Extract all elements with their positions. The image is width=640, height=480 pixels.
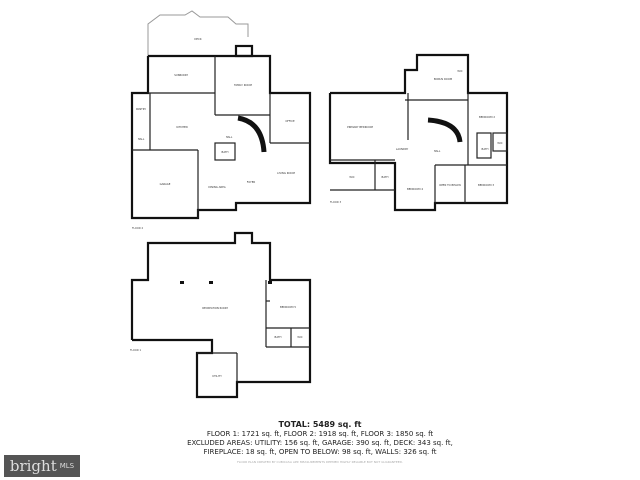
room-label: FOYER: [247, 180, 256, 184]
room-label: OPEN TO BELOW: [439, 183, 461, 187]
room-label: OFFICE: [285, 119, 295, 123]
disclaimer: FLOOR PLAN CREATED BY CUBICASA APP. MEAS…: [237, 460, 403, 464]
floor-label: FLOOR 1: [130, 348, 142, 352]
room-label: BEDROOM 5: [280, 305, 296, 309]
excluded-areas: EXCLUDED AREAS: UTILITY: 156 sq. ft, GAR…: [187, 439, 453, 447]
logo-suffix: MLS: [59, 462, 75, 470]
bright-mls-logo: bright MLS: [4, 455, 80, 477]
floor-label: FLOOR 3: [330, 200, 342, 204]
fireplace: [234, 44, 254, 58]
room-label: HALL: [138, 137, 145, 141]
room-label: HALL: [434, 149, 441, 153]
total-area: TOTAL: 5489 sq. ft: [278, 420, 362, 429]
logo-word: bright: [9, 457, 57, 475]
room-label: UTILITY: [212, 374, 222, 378]
floor-plan-right: BONUS ROOM PRIMARY BEDROOM WIC BEDROOM 2…: [328, 53, 509, 212]
room-label: BONUS ROOM: [434, 77, 452, 81]
room-label: LIVING ROOM: [277, 171, 295, 175]
room-label: WIC: [349, 175, 354, 179]
excluded-areas-cont: FIREPLACE: 18 sq. ft, OPEN TO BELOW: 98 …: [203, 448, 437, 456]
exterior-wall: [130, 54, 312, 220]
floor-plan-upper-left: DECK SUNROOM FAMILY ROOM PANTRY KITCHEN …: [130, 10, 312, 230]
room-label: BEDROOM 4: [407, 187, 423, 191]
room-label: GARAGE: [160, 182, 171, 186]
deck-outline: [147, 10, 249, 56]
room-label: DECK: [194, 37, 201, 41]
floor-label: FLOOR 2: [132, 226, 144, 230]
room-label: KITCHEN: [176, 125, 187, 129]
room-label: DINING AREA: [208, 185, 225, 189]
room-label: FAMILY ROOM: [234, 83, 252, 87]
room-label: SUNROOM: [174, 73, 188, 77]
room-label: PRIMARY BEDROOM: [347, 125, 373, 129]
area-summary: TOTAL: 5489 sq. ft FLOOR 1: 1721 sq. ft,…: [0, 420, 640, 464]
room-label: BEDROOM 3: [478, 183, 494, 187]
room-label: RECREATION ROOM: [202, 306, 228, 310]
room-label: LAUNDRY: [396, 147, 409, 151]
room-label: HALL: [226, 135, 233, 139]
room-label: BEDROOM 2: [479, 115, 495, 119]
room-label: PANTRY: [136, 107, 146, 111]
exterior-wall: [328, 53, 509, 212]
room-label: WIC: [497, 141, 502, 145]
room-label: BATH: [275, 335, 282, 339]
room-label: BATH: [222, 150, 229, 154]
room-label: BATH: [382, 175, 389, 179]
room-label: BATH: [482, 147, 489, 151]
floor-plan-lower: RECREATION ROOM BEDROOM 5 BATH WIC UTILI…: [130, 231, 312, 399]
room-label: WIC: [457, 69, 462, 73]
floor-areas: FLOOR 1: 1721 sq. ft, FLOOR 2: 1918 sq. …: [206, 430, 434, 438]
exterior-wall: [130, 231, 312, 399]
room-label: WIC: [297, 335, 302, 339]
